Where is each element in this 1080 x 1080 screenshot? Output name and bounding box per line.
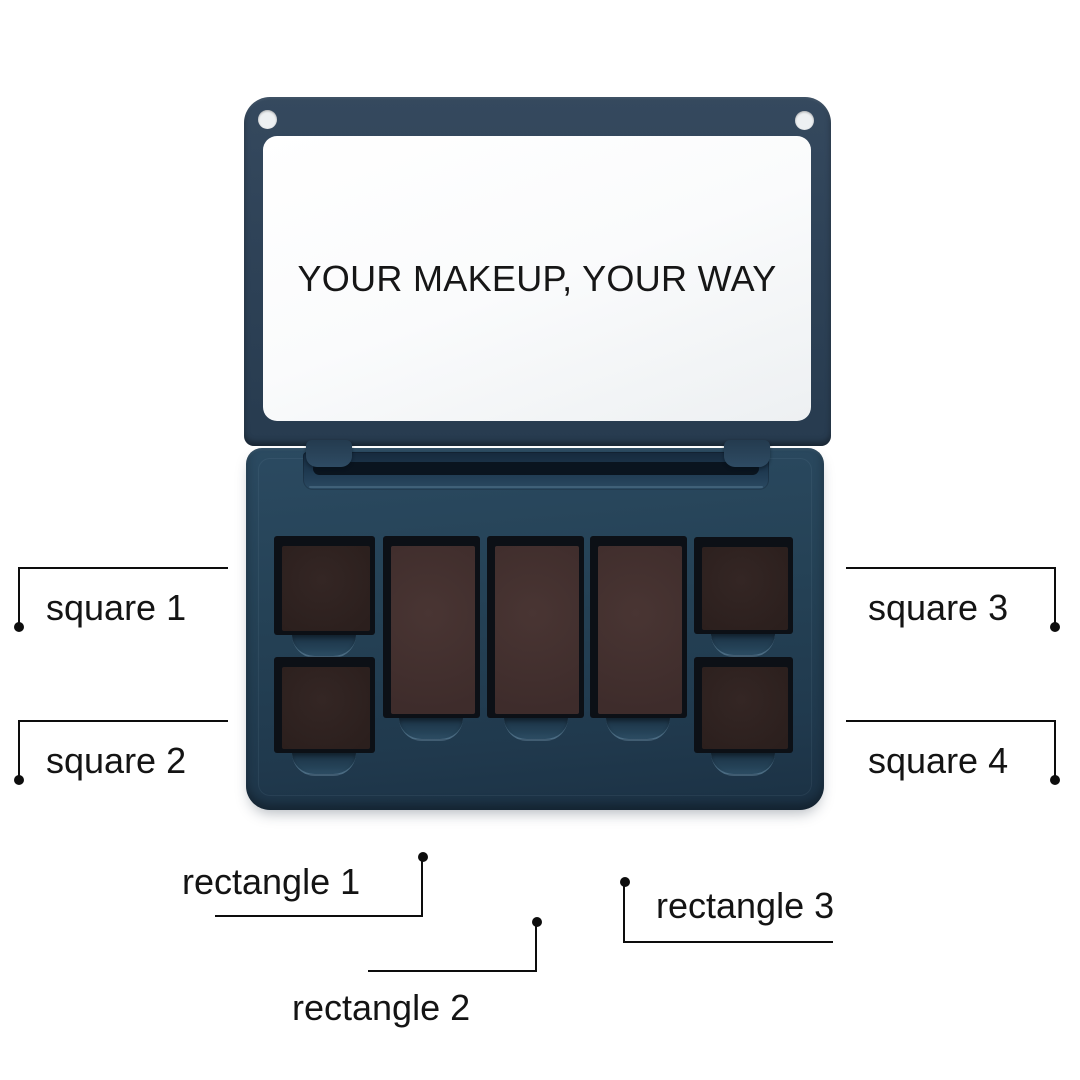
callout-rectangle-3-line-v — [623, 883, 625, 943]
hinge-knuckle-right — [724, 440, 770, 467]
pan-rectangle-2 — [495, 546, 579, 714]
pan-square-1 — [282, 546, 370, 631]
magnet-hole-right-icon — [795, 111, 814, 130]
thumb-notch-square-1 — [292, 635, 356, 658]
slot-rectangle-1 — [383, 536, 480, 718]
callout-rectangle-2-line-h — [368, 970, 537, 972]
lid-mirror: YOUR MAKEUP, YOUR WAY — [263, 136, 811, 421]
pan-square-4 — [702, 667, 788, 749]
palette-lid: YOUR MAKEUP, YOUR WAY — [244, 97, 831, 446]
callout-square-1-label: square 1 — [46, 587, 187, 628]
slot-square-1 — [274, 536, 375, 635]
callout-square-3-line-v — [1054, 567, 1056, 624]
callout-square-2-line-h — [18, 720, 228, 722]
thumb-notch-rectangle-3 — [606, 718, 670, 741]
thumb-notch-square-3 — [711, 634, 775, 657]
slot-square-2 — [274, 657, 375, 753]
callout-square-4-dot — [1050, 775, 1060, 785]
hinge-knuckle-left — [306, 440, 352, 467]
callout-rectangle-3-line-h — [623, 941, 833, 943]
pan-square-3 — [702, 547, 788, 630]
thumb-notch-square-4 — [711, 753, 775, 776]
callout-square-2-line-v — [18, 720, 20, 777]
callout-rectangle-1-line-h — [215, 915, 423, 917]
magnet-hole-left-icon — [258, 110, 277, 129]
callout-square-3-dot — [1050, 622, 1060, 632]
slot-square-3 — [694, 537, 793, 634]
callout-square-1-line-h — [18, 567, 228, 569]
callout-rectangle-1-label: rectangle 1 — [182, 861, 361, 902]
callout-rectangle-1-line-v — [421, 858, 423, 917]
callout-square-4-line-v — [1054, 720, 1056, 777]
slot-rectangle-2 — [487, 536, 584, 718]
thumb-notch-rectangle-2 — [504, 718, 568, 741]
hinge-groove-highlight — [309, 486, 763, 488]
callout-square-1-line-v — [18, 567, 20, 624]
callout-rectangle-2-line-v — [535, 923, 537, 972]
pan-rectangle-1 — [391, 546, 475, 714]
pan-rectangle-3 — [598, 546, 682, 714]
thumb-notch-square-2 — [292, 753, 356, 776]
callout-rectangle-2-label: rectangle 2 — [292, 987, 471, 1028]
callout-square-2-dot — [14, 775, 24, 785]
callout-rectangle-2-dot — [532, 917, 542, 927]
thumb-notch-rectangle-1 — [399, 718, 463, 741]
hinge-slot — [313, 462, 759, 475]
callout-rectangle-3-dot — [620, 877, 630, 887]
callout-square-1-dot — [14, 622, 24, 632]
callout-square-2-label: square 2 — [46, 740, 187, 781]
callout-square-4-line-h — [846, 720, 1056, 722]
callout-square-3-label: square 3 — [868, 587, 1009, 628]
mirror-slogan: YOUR MAKEUP, YOUR WAY — [297, 257, 777, 299]
callout-square-4-label: square 4 — [868, 740, 1009, 781]
pan-square-2 — [282, 667, 370, 749]
slot-square-4 — [694, 657, 793, 753]
callout-rectangle-1-dot — [418, 852, 428, 862]
hinge-groove — [303, 452, 769, 490]
callout-rectangle-3-label: rectangle 3 — [656, 885, 835, 926]
callout-square-3-line-h — [846, 567, 1056, 569]
palette-base — [246, 448, 824, 810]
slot-rectangle-3 — [590, 536, 687, 718]
